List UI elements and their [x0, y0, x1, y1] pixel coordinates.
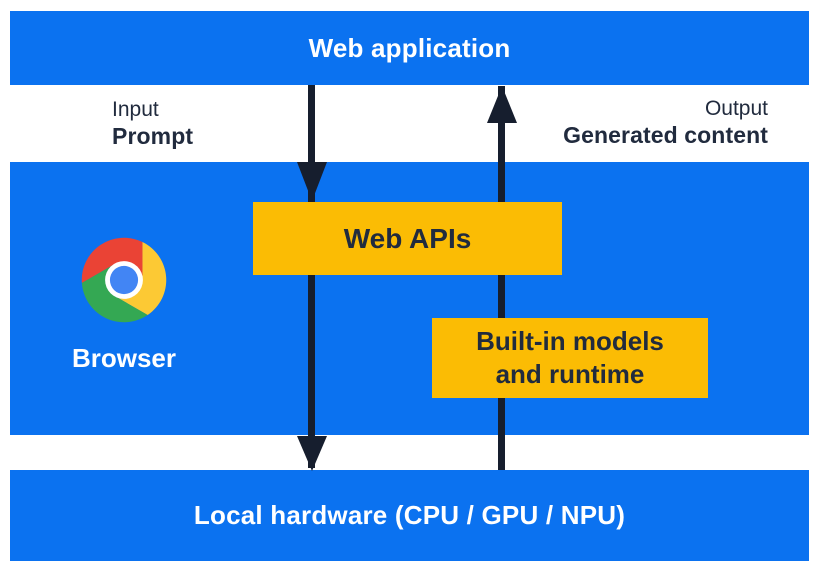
builtin-models-label-line1: Built-in models	[476, 326, 664, 356]
input-caption: Input	[112, 98, 159, 121]
generated-content-label: Generated content	[563, 122, 768, 148]
builtin-models-box: Built-in models and runtime	[432, 318, 708, 398]
local-hardware-label: Local hardware (CPU / GPU / NPU)	[193, 500, 626, 530]
output-arrow-head-to-web-application	[487, 86, 517, 123]
output-arrow-stem	[498, 86, 505, 470]
input-label-block: Input Prompt	[112, 97, 193, 150]
local-hardware-band: Local hardware (CPU / GPU / NPU)	[10, 470, 809, 561]
output-caption: Output	[704, 97, 768, 120]
output-label-block: Output Generated content	[563, 96, 768, 149]
chrome-browser-icon	[81, 237, 167, 323]
browser-label: Browser	[71, 343, 177, 373]
input-arrow-stem	[308, 85, 315, 468]
builtin-models-label-line2: and runtime	[495, 359, 645, 389]
web-application-label: Web application	[308, 32, 511, 63]
prompt-label: Prompt	[112, 123, 194, 149]
input-arrow-head-to-hardware	[297, 436, 327, 471]
web-apis-box: Web APIs	[253, 202, 562, 275]
web-apis-label: Web APIs	[343, 222, 472, 254]
web-application-band: Web application	[10, 11, 809, 85]
